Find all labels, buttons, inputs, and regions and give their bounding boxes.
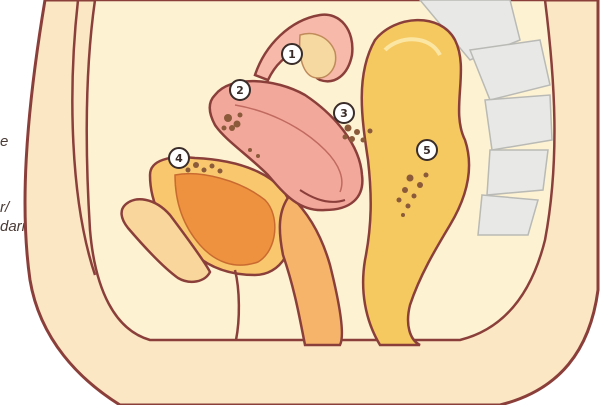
marker-5: 5	[417, 140, 437, 160]
marker-3: 3	[334, 103, 354, 123]
marker-1: 1	[282, 44, 302, 64]
marker-1-number: 1	[288, 48, 296, 61]
marker-4-number: 4	[175, 152, 183, 165]
marker-5-number: 5	[423, 144, 431, 157]
marker-3-number: 3	[340, 107, 348, 120]
marker-2-number: 2	[236, 84, 244, 97]
marker-2: 2	[230, 80, 250, 100]
marker-4: 4	[169, 148, 189, 168]
